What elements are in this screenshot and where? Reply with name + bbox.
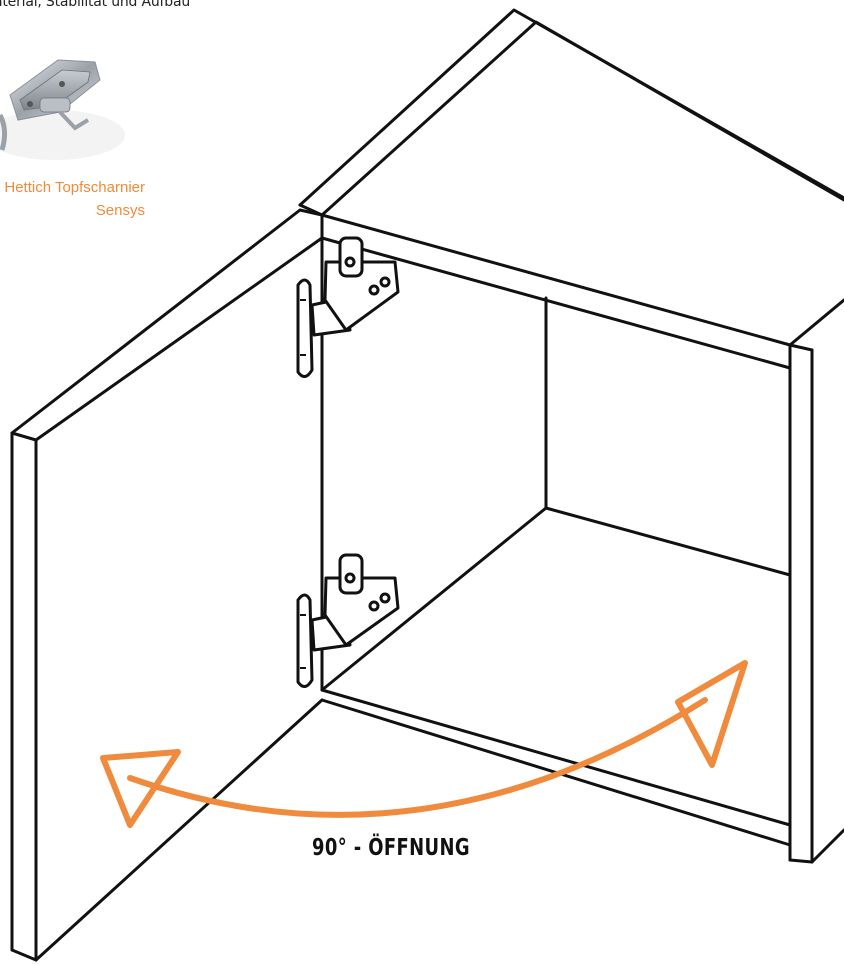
section-heading: aterial, Stabilität und Aufbau [0,0,191,10]
product-caption: Hettich Topfscharnier Sensys [4,176,145,222]
product-name: Hettich Topfscharnier [4,179,145,196]
hinge-upper [296,236,400,378]
hinge-product-photo [0,59,125,160]
opening-angle-label: 90° - ÖFFNUNG [312,835,471,861]
hinge-lower [296,553,400,688]
opening-arc-arrow [100,660,748,828]
cabinet-top-back-edge [298,8,844,207]
product-model: Sensys [95,202,145,219]
door-top-edge [10,208,324,435]
